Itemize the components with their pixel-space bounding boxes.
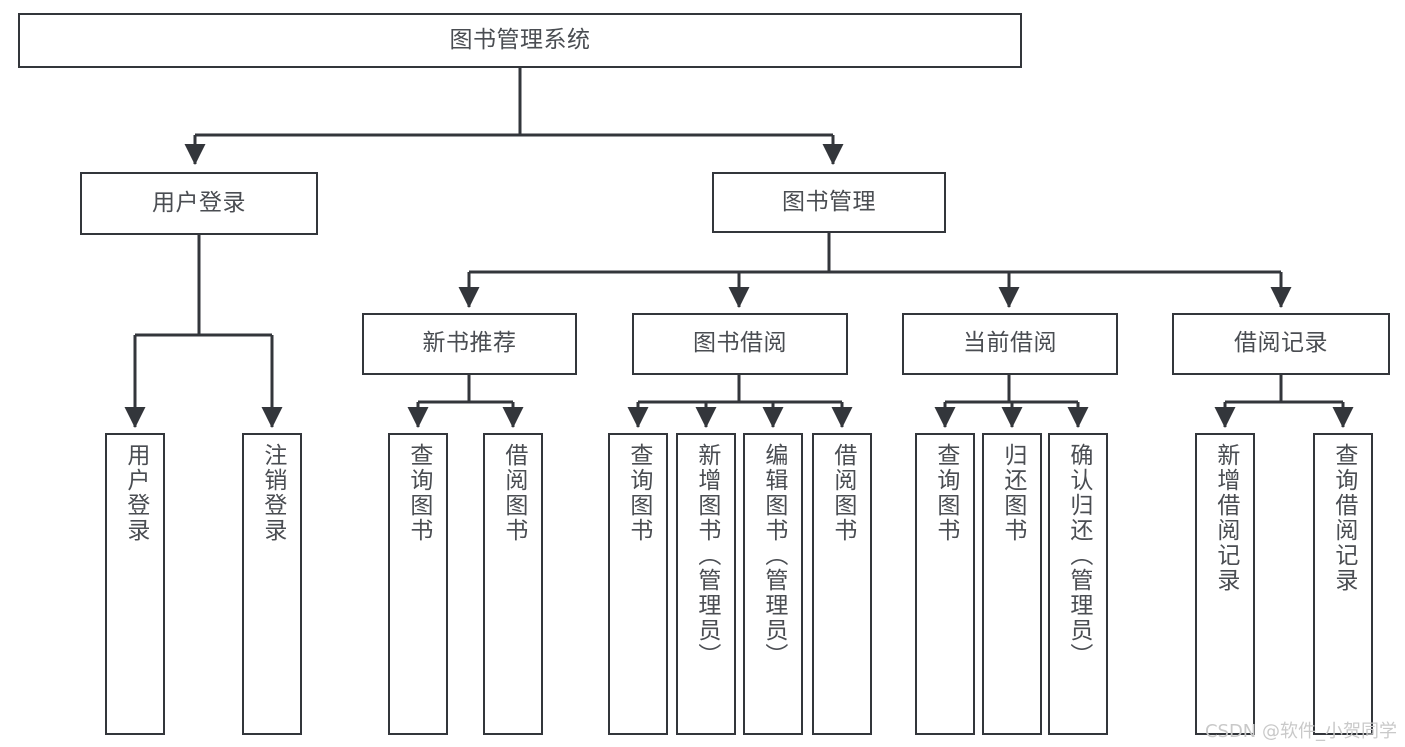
leaf-borrow-book-1-label: 借阅图书 [500, 443, 527, 543]
leaf-confirm-return-label: 确认归还（管理员） [1065, 443, 1092, 668]
leaf-logout-label: 注销登录 [259, 443, 286, 543]
node-book-management-label: 图书管理 [782, 188, 876, 215]
leaf-add-record-label: 新增借阅记录 [1212, 443, 1239, 593]
watermark: CSDN @软件_小贺同学 [1204, 721, 1397, 742]
node-user-login[interactable]: 用户登录 [80, 172, 318, 235]
node-borrow-record-label: 借阅记录 [1234, 330, 1328, 357]
leaf-add-book[interactable]: 新增图书（管理员） [676, 433, 736, 735]
leaf-confirm-return[interactable]: 确认归还（管理员） [1048, 433, 1108, 735]
leaf-query-book-3[interactable]: 查询图书 [915, 433, 975, 735]
leaf-query-record[interactable]: 查询借阅记录 [1313, 433, 1373, 735]
leaf-query-book-3-label: 查询图书 [932, 443, 959, 543]
node-root[interactable]: 图书管理系统 [18, 13, 1022, 68]
leaf-logout[interactable]: 注销登录 [242, 433, 302, 735]
node-current-borrow-label: 当前借阅 [963, 330, 1057, 357]
leaf-query-book-1-label: 查询图书 [405, 443, 432, 543]
leaf-query-record-label: 查询借阅记录 [1330, 443, 1357, 593]
leaf-query-book-1[interactable]: 查询图书 [388, 433, 448, 735]
node-book-borrow[interactable]: 图书借阅 [632, 313, 848, 375]
node-user-login-label: 用户登录 [152, 189, 246, 216]
leaf-borrow-book-2-label: 借阅图书 [829, 443, 856, 543]
leaf-borrow-book-2[interactable]: 借阅图书 [812, 433, 872, 735]
leaf-user-login[interactable]: 用户登录 [105, 433, 165, 735]
leaf-return-book-label: 归还图书 [999, 443, 1026, 543]
leaf-user-login-label: 用户登录 [122, 443, 149, 543]
node-book-management[interactable]: 图书管理 [712, 172, 946, 233]
leaf-edit-book-label: 编辑图书（管理员） [760, 443, 787, 668]
leaf-query-book-2[interactable]: 查询图书 [608, 433, 668, 735]
node-root-label: 图书管理系统 [449, 26, 591, 53]
node-borrow-record[interactable]: 借阅记录 [1172, 313, 1390, 375]
leaf-edit-book[interactable]: 编辑图书（管理员） [743, 433, 803, 735]
node-current-borrow[interactable]: 当前借阅 [902, 313, 1118, 375]
node-new-book-recommend-label: 新书推荐 [422, 330, 517, 357]
leaf-borrow-book-1[interactable]: 借阅图书 [483, 433, 543, 735]
leaf-query-book-2-label: 查询图书 [625, 443, 652, 543]
node-new-book-recommend[interactable]: 新书推荐 [362, 313, 577, 375]
leaf-add-book-label: 新增图书（管理员） [693, 443, 720, 668]
leaf-add-record[interactable]: 新增借阅记录 [1195, 433, 1255, 735]
leaf-return-book[interactable]: 归还图书 [982, 433, 1042, 735]
node-book-borrow-label: 图书借阅 [693, 330, 787, 357]
